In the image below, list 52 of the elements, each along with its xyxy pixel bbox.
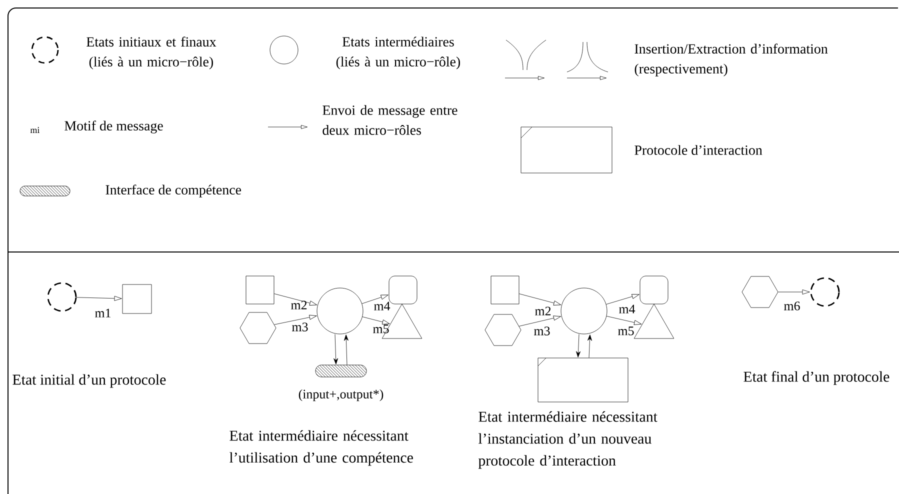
edge-label: m2 (535, 306, 551, 316)
arrow (606, 316, 642, 325)
triangle (634, 304, 674, 339)
arrow (519, 294, 562, 306)
arrow (274, 294, 318, 306)
hexagon (484, 314, 522, 346)
arrow (576, 334, 581, 358)
node-caption: (input+,output*) (298, 389, 384, 402)
arrow (362, 316, 390, 324)
legend-text: Motif de message (64, 120, 163, 134)
square-box (246, 276, 274, 304)
edge-label: m6 (784, 302, 800, 310)
legend-text: Etats intermédiaires (liés à un micro−rôle) (336, 36, 460, 70)
legend-text: Insertion/Extraction d’information (respectivement) (634, 44, 828, 76)
edge-label: m5 (373, 324, 389, 334)
arrow (362, 294, 388, 304)
rounded-box (640, 276, 668, 304)
legend-text: Interface de compétence (106, 184, 242, 198)
edge-label: m3 (292, 322, 308, 332)
square-box (122, 284, 152, 314)
arrow (587, 334, 592, 358)
caption-text: mi (30, 127, 40, 133)
state-circle (560, 288, 608, 334)
arrow (778, 290, 810, 294)
legend-text: Envoi de message entre deux micro−rôles (322, 105, 458, 135)
arrow (606, 294, 640, 305)
legend-text: Protocole d’interaction (634, 145, 762, 155)
caption-text: Etat intermédiaire nécessitant l’instanciation d’un nouveau protocole d’interaction (478, 411, 658, 469)
rounded-box (388, 276, 418, 304)
edge-label: m4 (374, 302, 390, 310)
dashed-circle (810, 277, 840, 307)
edge-label: m1 (95, 308, 111, 318)
edge-label: m5 (618, 326, 634, 336)
edge-label: m4 (619, 304, 636, 314)
edge-label: m2 (291, 300, 307, 310)
arrow (274, 314, 317, 325)
protocol-box (538, 358, 628, 402)
legend-text: Etats initiaux et finaux (liés à un micro−rôle) (86, 36, 216, 70)
hexagon (742, 276, 778, 308)
caption-text: Etat initial d’un protocole (12, 374, 166, 388)
dashed-circle (47, 282, 77, 312)
arrow (518, 316, 561, 326)
arrow (334, 334, 338, 364)
edge-label: m3 (534, 326, 550, 336)
state-circle (316, 288, 364, 334)
square-box (490, 276, 520, 304)
arrow (344, 334, 348, 365)
hexagon (240, 312, 276, 344)
hatched-pill (315, 364, 367, 378)
caption-text: Etat intermédiaire nécessitant l’utilisation d’une compétence (230, 430, 413, 466)
arrow (76, 296, 122, 301)
caption-text: Etat final d’un protocole (744, 371, 890, 385)
